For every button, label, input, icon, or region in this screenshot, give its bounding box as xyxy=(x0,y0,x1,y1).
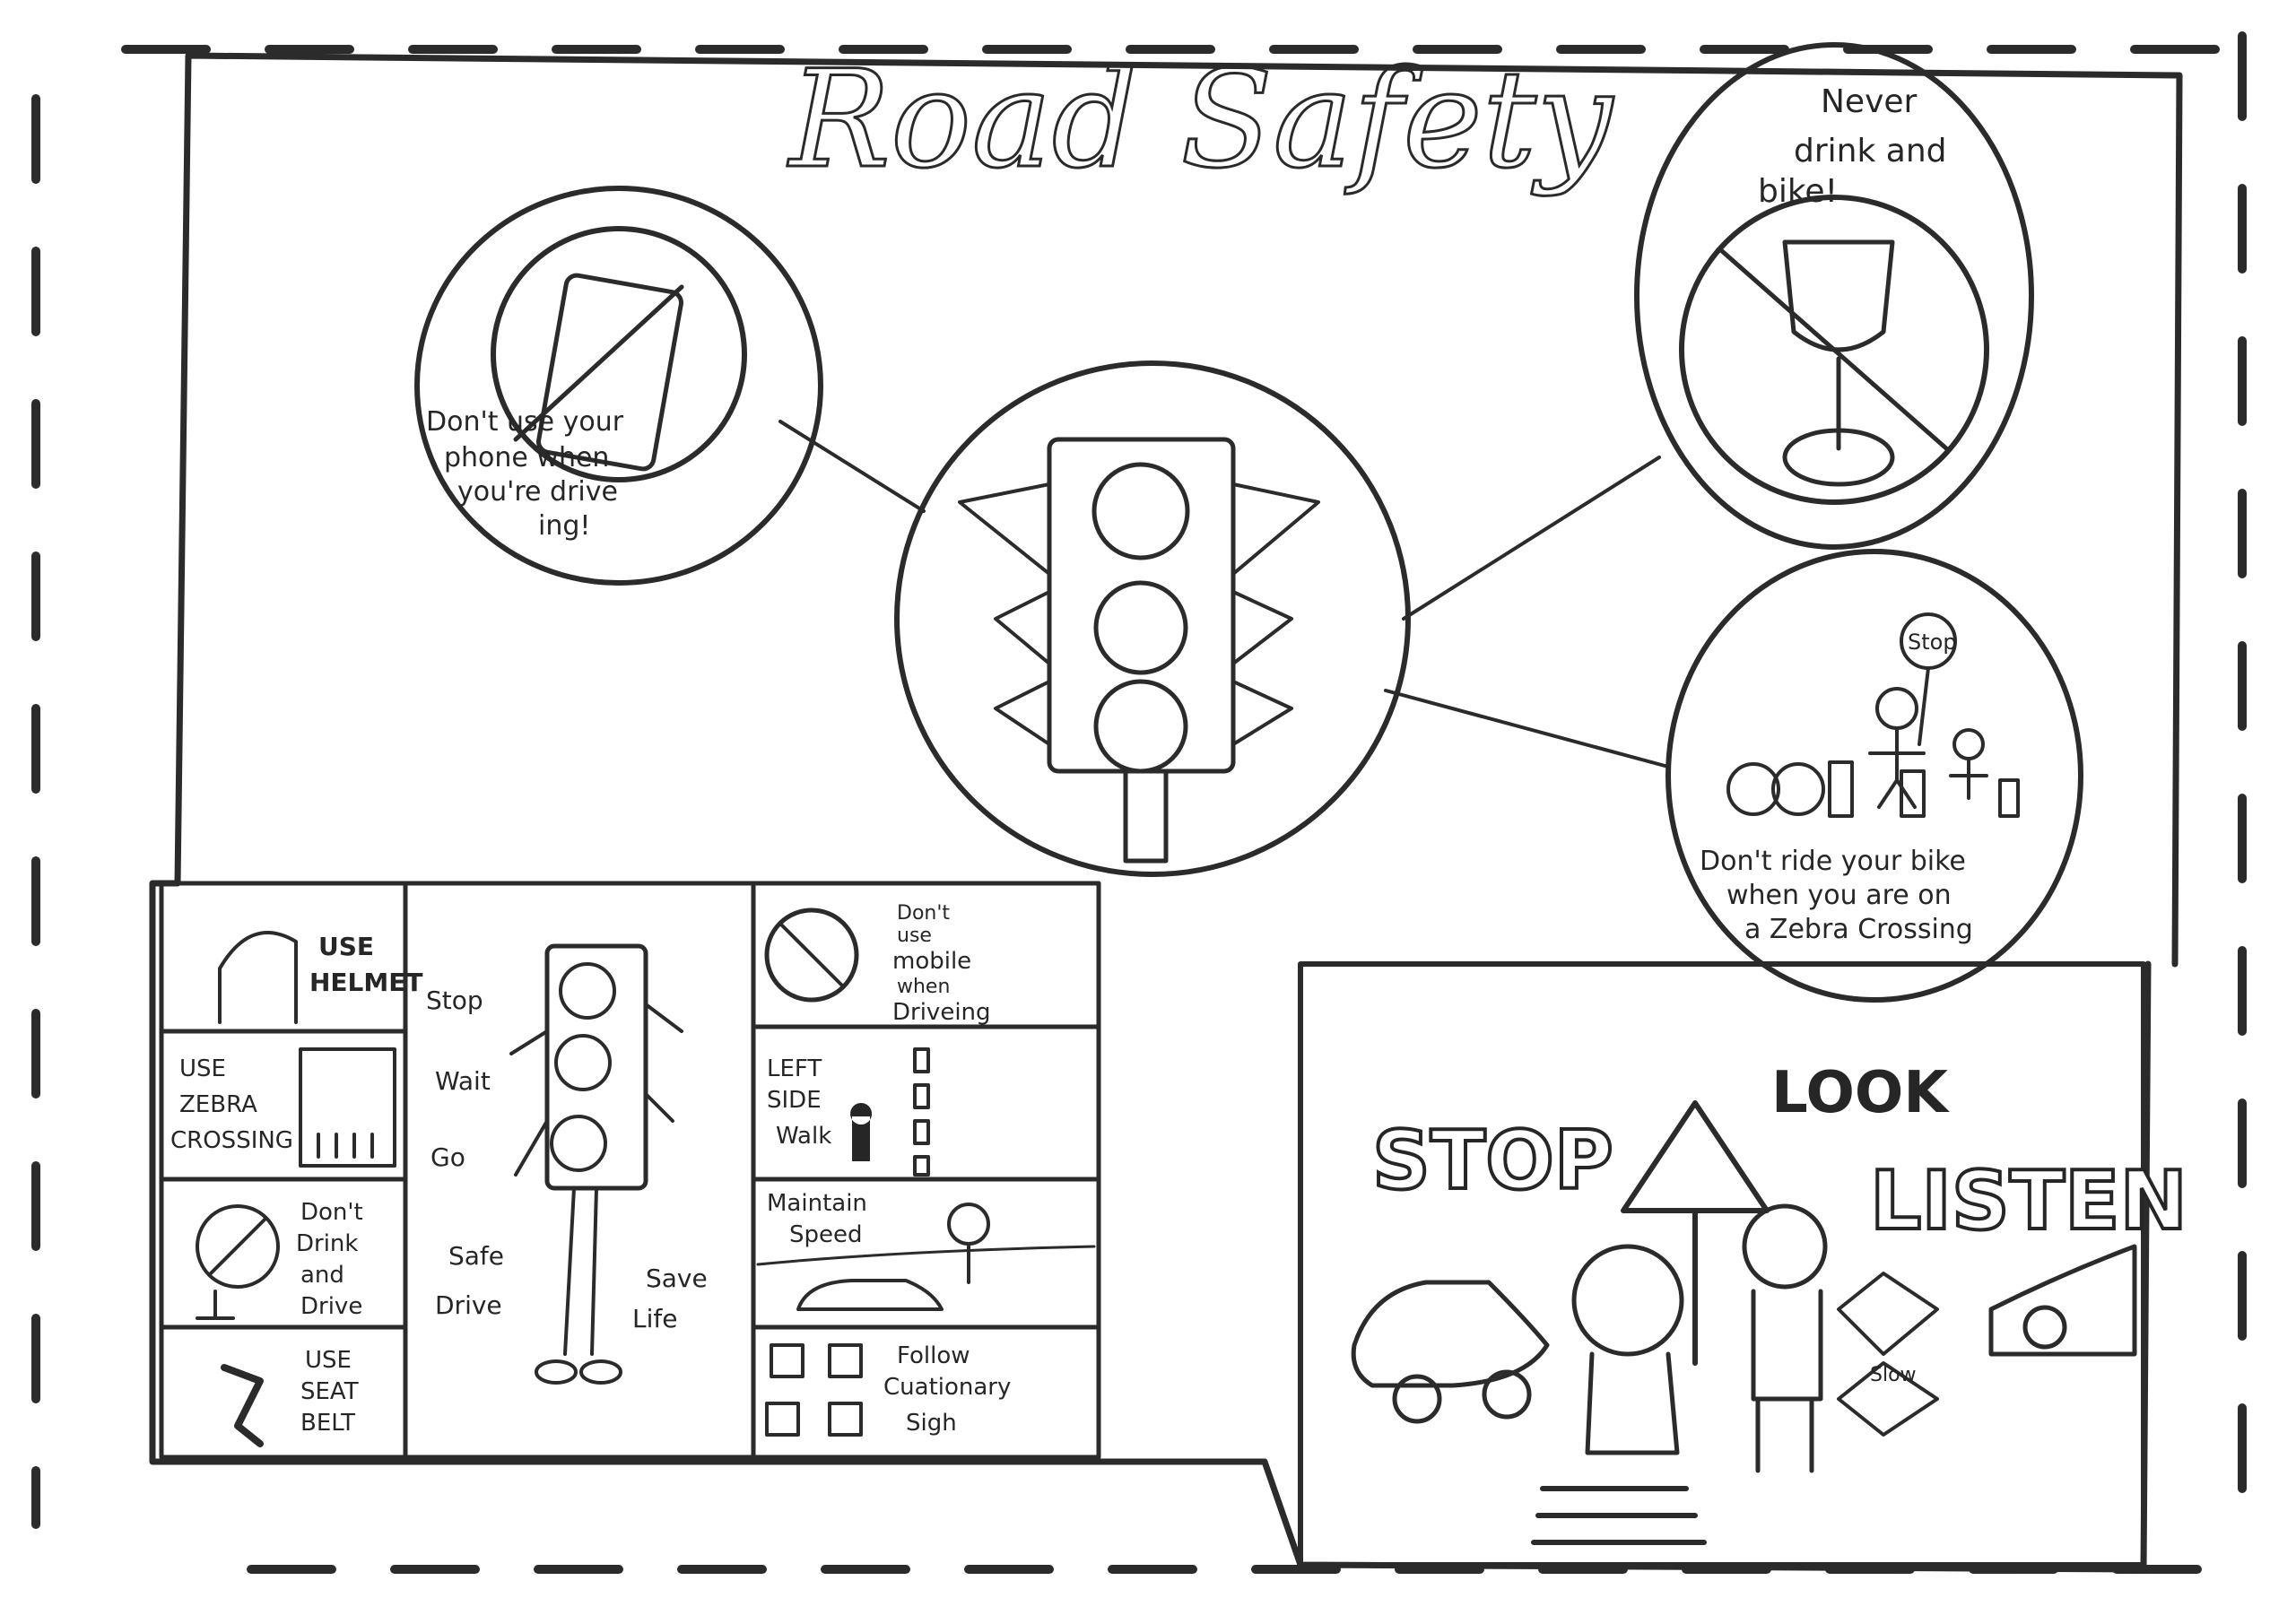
svg-text:mobile: mobile xyxy=(892,948,971,975)
no-phone-icon xyxy=(491,226,747,482)
svg-text:Safe: Safe xyxy=(448,1241,504,1271)
svg-text:USE: USE xyxy=(318,932,374,961)
svg-text:BELT: BELT xyxy=(300,1410,355,1437)
svg-text:ZEBRA: ZEBRA xyxy=(179,1091,257,1118)
svg-text:Cuationary: Cuationary xyxy=(883,1374,1011,1401)
car-icon xyxy=(1988,1244,2137,1357)
safety-tips-panel xyxy=(159,881,1101,1460)
connector-lines xyxy=(778,420,1670,769)
svg-text:use: use xyxy=(897,925,932,947)
svg-text:STOP: STOP xyxy=(1372,1114,1613,1208)
svg-text:ing!: ing! xyxy=(538,510,590,542)
cautionary-sign-tip: Follow Cuationary Sigh xyxy=(765,1342,1011,1437)
svg-text:Follow: Follow xyxy=(897,1342,970,1369)
svg-text:Sigh: Sigh xyxy=(906,1410,957,1437)
seatbelt-icon xyxy=(221,1364,264,1447)
warning-sign-icon xyxy=(1621,1100,1770,1213)
svg-text:when you are on: when you are on xyxy=(1726,880,1952,911)
maintain-speed-tip: Maintain Speed xyxy=(756,1190,1096,1311)
traffic-sign-icon xyxy=(1837,1272,1939,1356)
page-title: Road Safety xyxy=(787,42,1614,198)
svg-text:Driveing: Driveing xyxy=(892,999,991,1026)
green-light-face-icon xyxy=(550,1115,607,1172)
red-light-icon xyxy=(1091,462,1190,560)
car-icon xyxy=(796,1279,944,1311)
car-icon xyxy=(1351,1280,1550,1388)
svg-text:USE: USE xyxy=(179,1055,226,1082)
svg-text:when: when xyxy=(897,976,950,998)
svg-text:USE: USE xyxy=(305,1347,352,1374)
svg-text:Never: Never xyxy=(1821,83,1918,120)
svg-text:you're drive: you're drive xyxy=(457,476,618,508)
boy-figure-icon xyxy=(1742,1203,1828,1290)
zebra-crossing-icon xyxy=(299,1047,396,1168)
svg-text:a Zebra Crossing: a Zebra Crossing xyxy=(1744,914,1973,945)
no-drink-drive-icon xyxy=(196,1204,280,1289)
bicycle-icon xyxy=(1726,762,1780,816)
svg-text:Speed: Speed xyxy=(789,1221,863,1248)
pedestrian-icon xyxy=(850,1103,873,1161)
amber-light-icon xyxy=(1093,580,1188,675)
svg-text:and: and xyxy=(300,1262,344,1289)
left-side-walk-tip: LEFT SIDE Walk xyxy=(767,1047,930,1177)
no-phone-bubble: Don't use your phone when you're drive i… xyxy=(414,186,823,586)
svg-text:phone when: phone when xyxy=(444,442,609,473)
svg-text:Stop: Stop xyxy=(426,986,483,1015)
no-mobile-tip: Don't use mobile when Driveing xyxy=(764,902,991,1026)
teddy-bear-icon xyxy=(1571,1244,1684,1357)
svg-text:LEFT: LEFT xyxy=(767,1055,822,1082)
traffic-light-character: Stop Wait Go Safe Drive Save Life xyxy=(426,943,708,1385)
svg-text:Don't use your: Don't use your xyxy=(426,406,624,438)
helmet-icon xyxy=(218,931,298,1024)
zebra-crossing-bubble: Stop Don't ride your bike when you are o… xyxy=(1665,549,2083,1003)
svg-text:Maintain: Maintain xyxy=(767,1190,867,1217)
svg-text:Slow: Slow xyxy=(1870,1364,1917,1386)
svg-text:Drive: Drive xyxy=(300,1293,362,1320)
svg-text:LOOK: LOOK xyxy=(1771,1060,1950,1126)
speed-limit-icon xyxy=(947,1203,990,1246)
svg-text:Go: Go xyxy=(430,1142,465,1172)
svg-text:CROSSING: CROSSING xyxy=(170,1127,293,1154)
dashed-border xyxy=(31,31,2256,1574)
no-drink-drive-tip: Don't Drink and Drive xyxy=(196,1199,363,1320)
child-figure-icon xyxy=(1875,687,1918,730)
svg-text:Walk: Walk xyxy=(776,1123,831,1150)
no-drink-bubble: Never drink and bike! xyxy=(1634,42,2034,550)
svg-text:SEAT: SEAT xyxy=(300,1378,359,1405)
no-mobile-icon xyxy=(764,908,859,1003)
svg-text:Save: Save xyxy=(646,1264,708,1293)
helmet-tip: USE HELMET xyxy=(218,931,423,1024)
svg-text:Don't: Don't xyxy=(300,1199,363,1226)
no-drink-icon xyxy=(1679,195,1989,505)
svg-text:drink and: drink and xyxy=(1794,133,1947,169)
svg-text:Wait: Wait xyxy=(435,1066,491,1096)
svg-text:Stop: Stop xyxy=(1908,630,1957,655)
green-light-icon xyxy=(1093,679,1188,774)
svg-text:Life: Life xyxy=(632,1304,677,1333)
svg-text:LISTEN: LISTEN xyxy=(1870,1154,2187,1248)
zebra-tip: USE ZEBRA CROSSING xyxy=(170,1047,396,1168)
amber-light-face-icon xyxy=(554,1034,612,1091)
zebra-crossing-icon xyxy=(1531,1486,1707,1545)
svg-text:Don't ride your bike: Don't ride your bike xyxy=(1700,846,1966,877)
traffic-light-bubble xyxy=(894,360,1411,877)
svg-text:Don't: Don't xyxy=(897,902,950,925)
svg-text:Drive: Drive xyxy=(435,1290,502,1320)
sign-icon xyxy=(770,1343,804,1378)
svg-text:Drink: Drink xyxy=(296,1230,358,1257)
svg-text:HELMET: HELMET xyxy=(309,968,423,997)
svg-text:SIDE: SIDE xyxy=(767,1087,822,1114)
seatbelt-tip: USE SEAT BELT xyxy=(221,1347,359,1447)
stop-look-listen-panel: STOP LOOK LISTEN Slow xyxy=(1298,961,2189,1568)
red-light-face-icon xyxy=(559,962,616,1020)
